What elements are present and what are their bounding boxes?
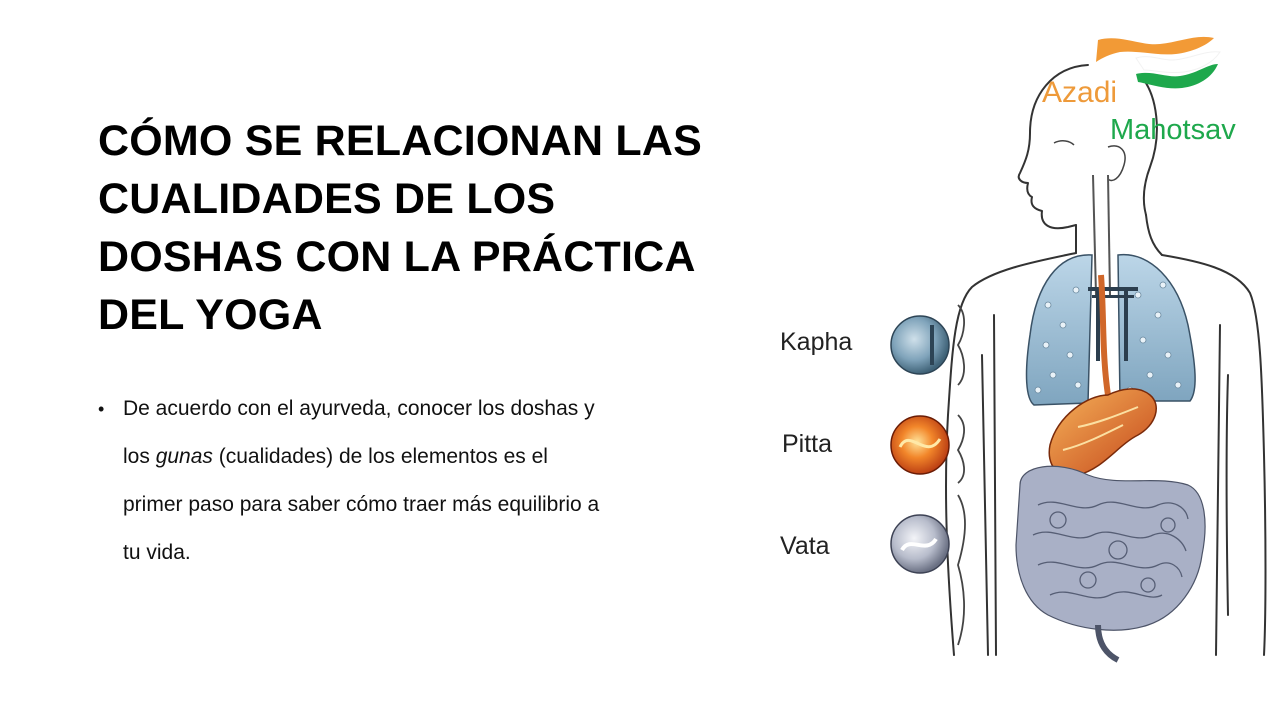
dosha-brackets [956,304,966,646]
label-pitta: Pitta [782,430,833,458]
flag-logo-icon [1096,36,1221,89]
title-line-3: DOSHAS CON LA PRÁCTICA [98,233,696,281]
logo-word-azadi: Azadi [1042,76,1118,109]
lungs [1025,253,1196,406]
intestine-coils [1032,501,1189,599]
bullet-line-2-post: (cualidades) de los elementos es el [212,445,548,468]
label-vata: Vata [780,532,830,560]
trachea [1092,174,1111,296]
slide-title: CÓMO SE RELACIONAN LAS CUALIDADES DE LOS… [98,112,738,344]
bullet-item: • De acuerdo con el ayurveda, conocer lo… [98,385,698,577]
body-illustration [890,64,1267,663]
rectum [1095,624,1120,663]
title-line-1: CÓMO SE RELACIONAN LAS [98,117,703,165]
bullet-line-1: De acuerdo con el ayurveda, conocer los … [123,397,595,420]
face-details [1053,140,1126,182]
bullet-list: • De acuerdo con el ayurveda, conocer lo… [98,385,698,577]
body-outline [945,64,1267,656]
bullet-line-2-italic: gunas [155,445,213,468]
stomach [1048,388,1157,477]
logo-word-mahotsav: Mahotsav [1110,114,1236,146]
bullet-line-4: tu vida. [123,541,191,564]
title-line-4: DEL YOGA [98,291,323,339]
title-line-2: CUALIDADES DE LOS [98,175,556,223]
kapha-sphere [890,315,950,375]
intestines [1015,465,1206,631]
bullet-line-2-pre: los [123,445,156,468]
label-kapha: Kapha [780,328,853,356]
bullet-line-3: primer paso para saber cómo traer más eq… [123,493,600,516]
bullet-symbol: • [98,399,105,419]
esophagus [1098,274,1111,396]
